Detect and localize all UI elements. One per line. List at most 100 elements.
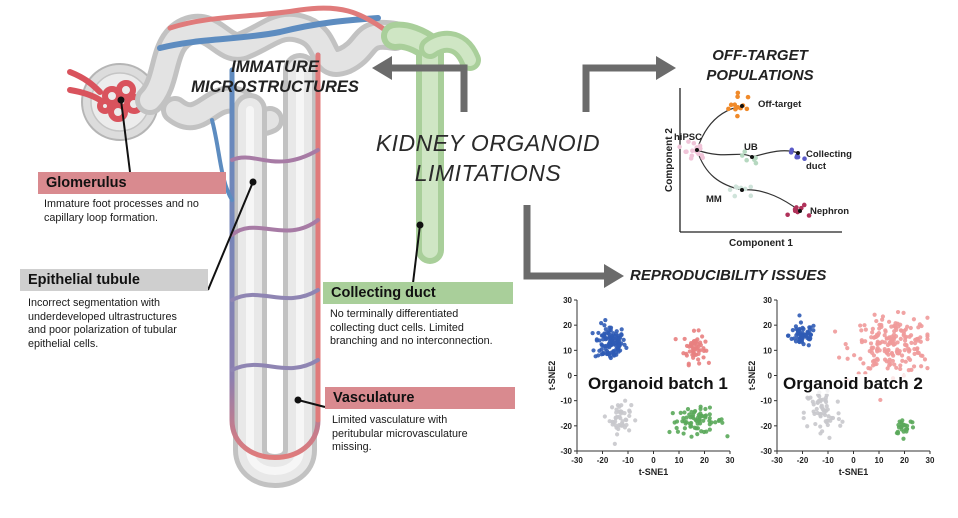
tsne-point xyxy=(611,352,617,358)
tsne-point xyxy=(919,364,924,369)
tsne-point xyxy=(614,432,620,437)
tsne-point xyxy=(925,315,930,320)
arrow-head-right-icon xyxy=(656,56,676,80)
x-tick-label: -20 xyxy=(597,456,609,465)
x-axis-label: t-SNE1 xyxy=(839,467,869,477)
glomerulus-label: Glomerulus xyxy=(38,172,226,194)
tsne-point xyxy=(691,339,696,344)
tsne-point xyxy=(800,330,805,335)
tsne-point xyxy=(874,318,879,324)
tsne-point xyxy=(689,424,694,429)
tsne-point xyxy=(870,359,876,364)
tsne-point xyxy=(861,361,866,366)
tsne-point xyxy=(591,348,596,353)
node-offtarget-label: Off-target xyxy=(758,99,802,110)
tsne-point xyxy=(906,368,911,373)
tsne-point xyxy=(795,328,801,333)
tsne-point xyxy=(859,338,864,343)
tsne-point xyxy=(703,339,708,344)
tsne-point xyxy=(818,397,823,402)
tsne-point xyxy=(590,330,595,336)
trajectory-point xyxy=(733,184,739,190)
tsne-point xyxy=(858,356,863,361)
tsne-point xyxy=(877,326,882,331)
tsne-point xyxy=(884,336,889,341)
tsne-point xyxy=(608,343,613,348)
tsne-point xyxy=(811,402,816,407)
tsne-point xyxy=(919,323,924,329)
tsne-point xyxy=(825,407,830,412)
tsne-point xyxy=(835,399,840,404)
trajectory-xlabel: Component 1 xyxy=(729,238,793,249)
tsne-point xyxy=(674,425,679,431)
y-axis-label: t-SNE2 xyxy=(747,361,757,391)
tsne-point xyxy=(672,420,677,425)
trajectory-point xyxy=(753,155,758,161)
tsne-point xyxy=(911,364,917,369)
tsne-point xyxy=(883,329,888,334)
tsne-point xyxy=(911,317,917,322)
tsne-point xyxy=(826,414,831,419)
tsne-point xyxy=(690,414,695,419)
vasculature-network xyxy=(157,5,388,460)
tsne-point xyxy=(806,396,811,401)
tsne-point xyxy=(893,321,898,326)
y-tick-label: 10 xyxy=(763,346,772,355)
tsne-point xyxy=(678,410,683,415)
tsne-point xyxy=(607,351,612,357)
tsne-point xyxy=(811,328,816,333)
tsne-point xyxy=(822,411,827,416)
tsne-point xyxy=(806,343,811,348)
tsne-point xyxy=(904,423,910,428)
vasculature-label: Vasculature xyxy=(325,387,515,409)
tsne-point xyxy=(901,310,906,315)
tsne-point xyxy=(895,309,901,315)
x-tick-label: 10 xyxy=(875,456,884,465)
tsne-point xyxy=(596,330,601,336)
tsne-point xyxy=(902,348,907,353)
tsne-point xyxy=(693,408,698,414)
tsne-point xyxy=(918,353,924,358)
tsne-point xyxy=(886,319,892,324)
tsne-point xyxy=(874,361,879,367)
tsne-point xyxy=(887,340,892,345)
tsne-point xyxy=(907,357,913,362)
tsne-point xyxy=(817,394,822,399)
tsne-point xyxy=(617,338,622,344)
tsne-point xyxy=(697,340,703,345)
epithelial-tubule-label: Epithelial tubule xyxy=(20,269,208,291)
tsne-point xyxy=(797,313,802,318)
node-ub-label: UB xyxy=(744,142,758,153)
trajectory-node xyxy=(695,148,699,152)
trajectory-point xyxy=(691,140,697,146)
tsne-point xyxy=(689,434,694,439)
trajectory-point xyxy=(802,156,807,162)
tsne-point xyxy=(594,337,599,342)
tsne-point xyxy=(602,414,607,419)
tsne-point xyxy=(887,357,892,362)
tsne-point xyxy=(875,349,880,354)
tsne-point xyxy=(892,324,898,329)
tsne-point xyxy=(627,428,632,433)
tsne-point xyxy=(899,353,905,358)
tsne-point xyxy=(904,427,909,432)
tsne-point xyxy=(898,322,903,327)
tsne-point xyxy=(719,417,724,422)
trajectory-point xyxy=(735,90,741,96)
tsne-point xyxy=(612,441,617,446)
tsne-point xyxy=(880,317,885,322)
tsne-point xyxy=(843,342,848,347)
tsne-point xyxy=(602,331,607,336)
trajectory-point xyxy=(801,202,807,208)
tsne-point xyxy=(909,340,914,346)
tsne-point xyxy=(899,328,904,333)
tsne-point xyxy=(633,418,638,423)
tsne-point xyxy=(627,409,632,414)
tsne-point xyxy=(691,351,696,356)
trajectory-point xyxy=(726,106,731,112)
trajectory-point xyxy=(686,139,691,144)
tsne-point xyxy=(691,328,697,333)
